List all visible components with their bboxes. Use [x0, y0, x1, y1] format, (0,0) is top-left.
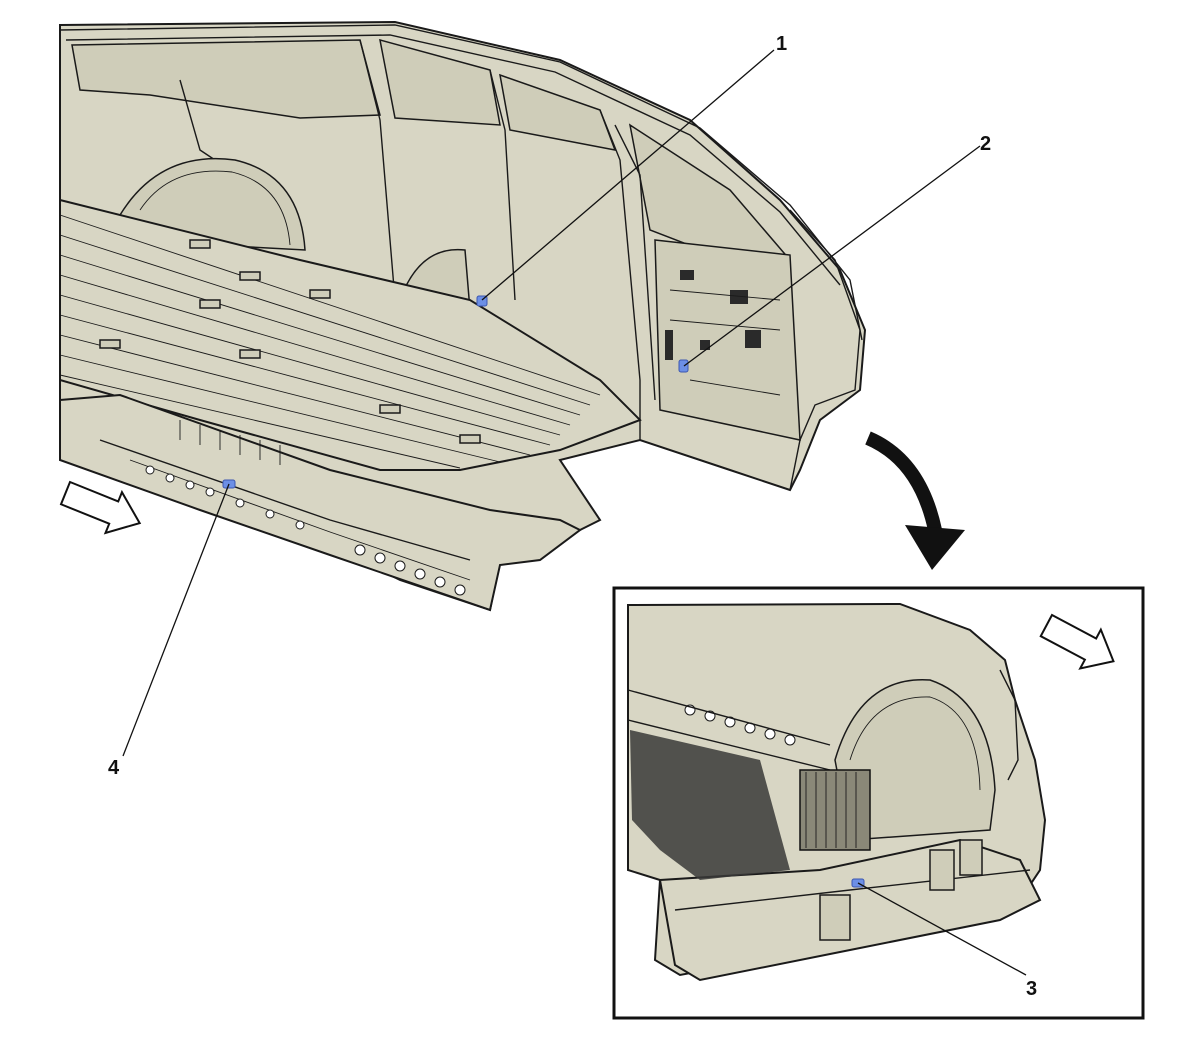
leader-line-3	[857, 882, 1027, 976]
callout-3: 3	[1026, 978, 1037, 1000]
callout-4: 4	[108, 757, 120, 779]
detail-inset	[612, 586, 1145, 1020]
direction-arrow-icon	[1039, 613, 1115, 670]
highlight-part-2	[678, 359, 689, 373]
leader-lines	[122, 49, 1027, 976]
leader-line-2	[683, 145, 981, 367]
leader-line-4	[122, 483, 230, 757]
direction-arrow-icon	[59, 480, 142, 535]
main-body-illustration	[59, 20, 867, 612]
leader-line-1	[481, 49, 775, 301]
callout-2: 2	[980, 133, 991, 155]
curved-arrow-icon	[865, 431, 965, 570]
callout-1: 1	[776, 33, 787, 55]
